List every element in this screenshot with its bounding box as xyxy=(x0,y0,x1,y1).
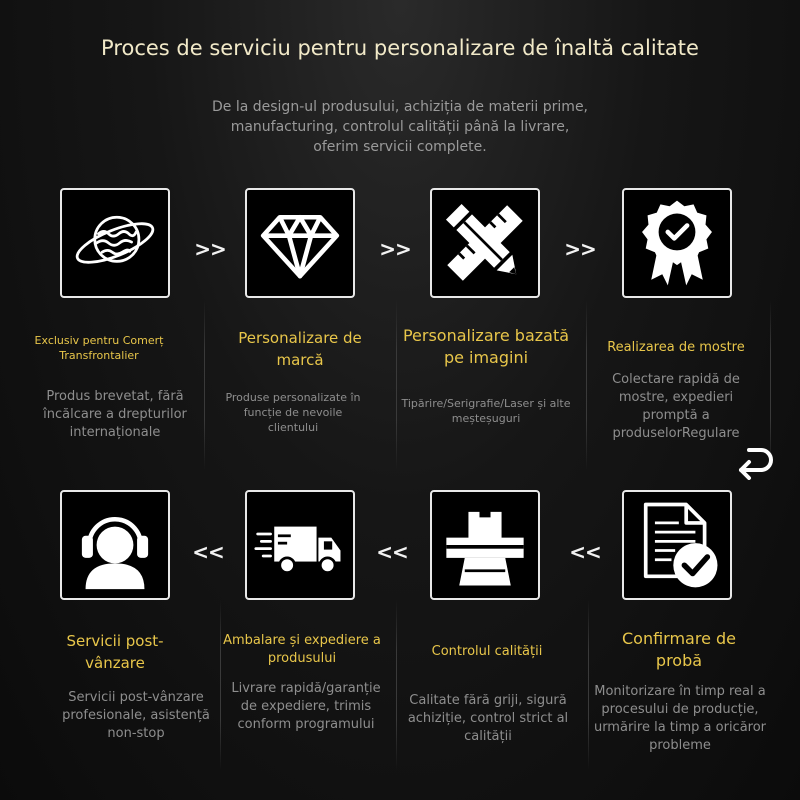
step-7-icon-box xyxy=(245,490,355,600)
planet-icon xyxy=(75,215,155,264)
step-2-label: Personalizare de marcă xyxy=(238,329,362,369)
separator xyxy=(770,300,771,470)
separator xyxy=(396,300,397,470)
step-5-desc: Monitorizare în timp real a procesului d… xyxy=(593,684,767,753)
forward-arrow: >> xyxy=(194,237,227,261)
delivery-truck-icon xyxy=(254,526,341,574)
backward-arrow: << xyxy=(569,540,602,564)
backward-arrow: << xyxy=(192,540,225,564)
step-1-desc: Produs brevetat, fără încălcare a dreptu… xyxy=(43,389,187,440)
award-badge-icon xyxy=(642,200,712,286)
step-4-icon-box xyxy=(622,188,732,298)
step-4-label: Realizarea de mostre xyxy=(607,340,745,355)
step-7-desc: Livrare rapidă/garanție de expediere, tr… xyxy=(231,681,381,732)
separator xyxy=(586,300,587,470)
step-7-label: Ambalare și expediere a produsului xyxy=(223,633,381,666)
diamond-icon xyxy=(260,214,340,279)
step-3-icon-box xyxy=(430,188,540,298)
page-title: Proces de serviciu pentru personalizare … xyxy=(101,36,699,60)
printer-icon xyxy=(446,511,524,586)
step-6-icon-box xyxy=(430,490,540,600)
pencil-ruler-icon xyxy=(445,203,523,281)
headset-support-icon xyxy=(81,516,149,590)
step-6-desc: Calitate fără griji, sigură achiziție, c… xyxy=(407,693,569,744)
step-5-label: Confirmare de probă xyxy=(621,629,737,670)
separator xyxy=(220,600,221,770)
step-3-label: Personalizare bazată pe imagini xyxy=(402,326,570,367)
separator xyxy=(588,600,589,770)
backward-arrow: << xyxy=(376,540,409,564)
step-8-desc: Servicii post-vânzare profesionale, asis… xyxy=(62,690,210,741)
step-2-icon-box xyxy=(245,188,355,298)
step-1-label: Exclusiv pentru Comerț Transfrontalier xyxy=(34,334,164,362)
separator xyxy=(204,300,205,470)
step-4-desc: Colectare rapidă de mostre, expedieri pr… xyxy=(612,372,740,441)
forward-arrow: >> xyxy=(379,237,412,261)
document-check-icon xyxy=(643,502,718,588)
step-6-label: Controlul calității xyxy=(431,644,543,659)
intro-text: De la design-ul produsului, achiziția de… xyxy=(211,99,589,155)
step-3-desc: Tipărire/Serigrafie/Laser și alte meșteș… xyxy=(401,397,571,425)
step-8-icon-box xyxy=(60,490,170,600)
step-2-desc: Produse personalizate în funcție de nevo… xyxy=(225,391,361,434)
step-1-icon-box xyxy=(60,188,170,298)
step-5-icon-box xyxy=(622,490,732,600)
separator xyxy=(396,600,397,770)
forward-arrow: >> xyxy=(564,237,597,261)
step-8-label: Servicii post-vânzare xyxy=(66,632,164,672)
return-arrow-icon xyxy=(739,448,773,480)
